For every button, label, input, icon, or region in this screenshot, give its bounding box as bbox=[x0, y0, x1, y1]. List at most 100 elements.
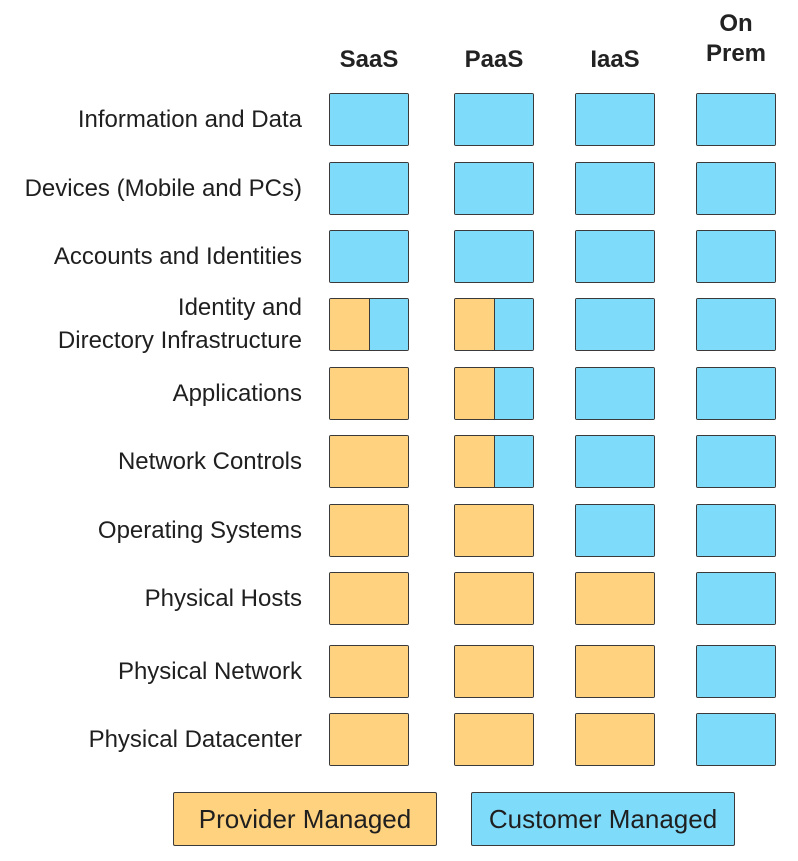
responsibility-cell bbox=[329, 162, 409, 215]
responsibility-cell bbox=[454, 162, 534, 215]
customer-segment bbox=[576, 94, 654, 145]
customer-segment bbox=[576, 299, 654, 350]
provider-segment bbox=[330, 646, 408, 697]
row-label-text: Identity and bbox=[177, 294, 302, 321]
customer-segment bbox=[330, 94, 408, 145]
responsibility-cell bbox=[329, 645, 409, 698]
responsibility-cell bbox=[329, 713, 409, 766]
legend-provider-label: Provider Managed bbox=[198, 803, 412, 834]
customer-segment bbox=[576, 368, 654, 419]
row-label-text: Applications bbox=[172, 379, 302, 407]
provider-segment bbox=[455, 299, 494, 350]
responsibility-cell bbox=[454, 645, 534, 698]
row-label-text: Operating Systems bbox=[97, 516, 302, 544]
responsibility-cell bbox=[696, 162, 776, 215]
provider-segment bbox=[455, 368, 494, 419]
provider-segment bbox=[455, 714, 533, 765]
row-label: Information and Data bbox=[78, 103, 302, 136]
row-label: Physical Datacenter bbox=[89, 723, 302, 756]
provider-segment bbox=[455, 505, 533, 556]
row-label: Operating Systems bbox=[98, 514, 302, 547]
column-header-paas: PaaS bbox=[444, 45, 544, 75]
customer-segment bbox=[697, 368, 775, 419]
customer-segment bbox=[455, 231, 533, 282]
column-header-iaas: IaaS bbox=[565, 45, 665, 75]
customer-segment bbox=[330, 231, 408, 282]
responsibility-cell bbox=[454, 504, 534, 557]
responsibility-cell bbox=[454, 93, 534, 146]
customer-segment bbox=[455, 163, 533, 214]
responsibility-cell bbox=[329, 435, 409, 488]
responsibility-cell bbox=[454, 572, 534, 625]
provider-segment bbox=[576, 646, 654, 697]
responsibility-cell bbox=[696, 572, 776, 625]
responsibility-cell bbox=[454, 298, 534, 351]
provider-segment bbox=[576, 573, 654, 624]
responsibility-cell bbox=[454, 435, 534, 488]
legend-provider-managed: Provider Managed bbox=[173, 792, 437, 846]
row-label: Physical Network bbox=[118, 655, 302, 688]
customer-segment bbox=[330, 163, 408, 214]
responsibility-cell bbox=[696, 230, 776, 283]
customer-segment bbox=[494, 368, 533, 419]
row-label-text: Accounts and Identities bbox=[53, 242, 302, 270]
column-header-saas: SaaS bbox=[319, 45, 419, 75]
customer-segment bbox=[697, 231, 775, 282]
row-label-text: Network Controls bbox=[117, 447, 302, 475]
customer-segment bbox=[697, 436, 775, 487]
row-label: Physical Hosts bbox=[145, 582, 302, 615]
responsibility-cell bbox=[329, 572, 409, 625]
customer-segment bbox=[455, 94, 533, 145]
row-label-text: Information and Data bbox=[77, 105, 302, 133]
row-label-text: Physical Datacenter bbox=[88, 725, 302, 753]
column-header-text: IaaS bbox=[590, 46, 640, 73]
row-label: Network Controls bbox=[118, 445, 302, 478]
customer-segment bbox=[697, 505, 775, 556]
row-label-text: Devices (Mobile and PCs) bbox=[24, 174, 302, 202]
responsibility-cell bbox=[329, 504, 409, 557]
responsibility-cell bbox=[696, 713, 776, 766]
responsibility-cell bbox=[329, 367, 409, 420]
responsibility-cell bbox=[696, 367, 776, 420]
provider-segment bbox=[576, 714, 654, 765]
customer-segment bbox=[576, 231, 654, 282]
row-label: Devices (Mobile and PCs) bbox=[25, 172, 302, 205]
responsibility-cell bbox=[696, 504, 776, 557]
provider-segment bbox=[455, 436, 494, 487]
responsibility-cell bbox=[575, 435, 655, 488]
customer-segment bbox=[697, 714, 775, 765]
responsibility-cell bbox=[454, 713, 534, 766]
customer-segment bbox=[697, 299, 775, 350]
customer-segment bbox=[697, 573, 775, 624]
responsibility-cell bbox=[575, 504, 655, 557]
responsibility-cell bbox=[329, 298, 409, 351]
customer-segment bbox=[494, 436, 533, 487]
responsibility-cell bbox=[575, 230, 655, 283]
provider-segment bbox=[330, 368, 408, 419]
responsibility-cell bbox=[454, 367, 534, 420]
customer-segment bbox=[576, 436, 654, 487]
customer-segment bbox=[576, 505, 654, 556]
customer-segment bbox=[697, 94, 775, 145]
provider-segment bbox=[330, 299, 369, 350]
responsibility-cell bbox=[696, 645, 776, 698]
provider-segment bbox=[330, 714, 408, 765]
column-header-text: PaaS bbox=[464, 46, 524, 73]
customer-segment bbox=[697, 646, 775, 697]
provider-segment bbox=[455, 646, 533, 697]
responsibility-cell bbox=[575, 713, 655, 766]
column-header-text: SaaS bbox=[339, 46, 399, 73]
row-label-text: Directory Infrastructure bbox=[57, 327, 302, 354]
responsibility-cell bbox=[575, 367, 655, 420]
legend-customer-managed: Customer Managed bbox=[471, 792, 735, 846]
responsibility-cell bbox=[329, 230, 409, 283]
provider-segment bbox=[330, 573, 408, 624]
provider-segment bbox=[455, 573, 533, 624]
row-label: Applications bbox=[173, 377, 302, 410]
customer-segment bbox=[494, 299, 533, 350]
responsibility-cell bbox=[696, 298, 776, 351]
responsibility-cell bbox=[454, 230, 534, 283]
responsibility-cell bbox=[575, 162, 655, 215]
legend-customer-label: Customer Managed bbox=[488, 803, 718, 834]
